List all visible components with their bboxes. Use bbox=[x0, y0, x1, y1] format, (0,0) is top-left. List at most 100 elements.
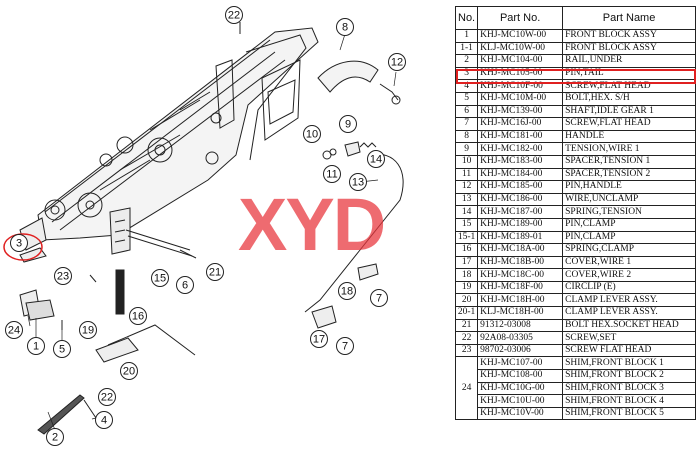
cell-part-no: KHJ-MC181-00 bbox=[477, 129, 564, 144]
callout-circle bbox=[225, 6, 243, 24]
tension-spring-part bbox=[359, 142, 377, 148]
callout-circle bbox=[310, 330, 328, 348]
cell-no: 11 bbox=[454, 167, 479, 182]
callout-18: 18 bbox=[338, 282, 356, 300]
callout-number: 7 bbox=[342, 341, 348, 353]
callout-number: 2 bbox=[52, 432, 58, 444]
callout-22a: 22 bbox=[225, 6, 243, 24]
callout-number: 16 bbox=[132, 311, 144, 323]
cell-part-name: SHIM,FRONT BLOCK 1 bbox=[562, 356, 696, 371]
callout-12: 12 bbox=[388, 53, 406, 71]
cell-no: 15-1 bbox=[454, 230, 479, 245]
callout-number: 1 bbox=[33, 341, 39, 353]
callout-number: 6 bbox=[182, 280, 188, 292]
callout-circle bbox=[151, 269, 169, 287]
callout-circle bbox=[98, 388, 116, 406]
cell-part-name: SPRING,TENSION bbox=[562, 205, 696, 219]
cell-part-name: COVER,WIRE 2 bbox=[562, 268, 696, 282]
cell-no: 23 bbox=[454, 343, 479, 358]
cell-part-name: BOLT,HEX. S/H bbox=[562, 91, 696, 106]
cell-part-no: KHJ-MC104-00 bbox=[477, 54, 564, 68]
highlight-circle-part-3 bbox=[3, 233, 43, 261]
cell-part-name: SPRING,CLAMP bbox=[562, 243, 696, 257]
callout-circle bbox=[79, 321, 97, 339]
callout-circle bbox=[338, 282, 356, 300]
cell-no: 17 bbox=[454, 255, 479, 270]
cell-part-no: KHJ-MC10W-00 bbox=[477, 29, 564, 43]
callout-16: 16 bbox=[129, 307, 147, 325]
cell-part-no: KLJ-MC18H-00 bbox=[477, 306, 564, 320]
cell-part-name: CLAMP LEVER ASSY. bbox=[562, 306, 696, 320]
callout-number: 14 bbox=[370, 154, 382, 166]
tension-wire-part bbox=[344, 141, 361, 157]
cell-part-name: WIRE,UNCLAMP bbox=[562, 192, 696, 207]
cell-part-name: SHAFT,IDLE GEAR 1 bbox=[562, 104, 696, 119]
callout-circle bbox=[54, 267, 72, 285]
cell-part-no: KHJ-MC18H-00 bbox=[477, 293, 564, 308]
wire-cover-2-part bbox=[357, 263, 379, 281]
callout-circle bbox=[27, 337, 45, 355]
callout-24: 24 bbox=[5, 321, 23, 339]
cell-part-no: KHJ-MC10M-00 bbox=[477, 91, 564, 106]
callout-circle bbox=[10, 234, 28, 252]
callout-number: 20 bbox=[123, 366, 135, 378]
cell-no: 6 bbox=[454, 104, 479, 119]
cell-part-no: KHJ-MC107-00 bbox=[477, 356, 564, 371]
callout-number: 10 bbox=[306, 129, 318, 141]
callout-circle bbox=[206, 263, 224, 281]
cell-no: 20 bbox=[454, 293, 479, 308]
header-no: No. bbox=[454, 6, 479, 30]
cell-part-name: TENSION,WIRE 1 bbox=[562, 142, 696, 156]
callout-circle bbox=[95, 411, 113, 429]
callout-21: 21 bbox=[206, 263, 224, 281]
cell-part-no: 98702-03006 bbox=[477, 343, 564, 358]
cell-part-name: FRONT BLOCK ASSY bbox=[562, 29, 696, 43]
callout-circle bbox=[323, 165, 341, 183]
callout-number: 9 bbox=[345, 119, 351, 131]
cell-no: 21 bbox=[454, 318, 479, 333]
cell-no: 18 bbox=[454, 268, 479, 282]
callout-number: 5 bbox=[59, 344, 65, 356]
callout-circle bbox=[336, 337, 354, 355]
rail-under-part bbox=[37, 394, 85, 435]
cell-part-no: KHJ-MC10U-00 bbox=[477, 394, 564, 408]
cell-part-name: PIN,TAIL bbox=[562, 66, 696, 81]
callout-number: 12 bbox=[391, 57, 403, 69]
cell-part-no: KHJ-MC184-00 bbox=[477, 167, 564, 182]
cell-part-name: COVER,WIRE 1 bbox=[562, 255, 696, 270]
callout-circle bbox=[129, 307, 147, 325]
cell-part-no: KHJ-MC186-00 bbox=[477, 192, 564, 207]
cell-no: 19 bbox=[454, 280, 479, 295]
callout-number: 22 bbox=[228, 10, 240, 22]
callout-2: 2 bbox=[46, 428, 64, 446]
cell-part-no: KHJ-MC189-00 bbox=[477, 217, 564, 232]
callout-circle bbox=[336, 18, 354, 36]
cell-part-name: CLAMP LEVER ASSY. bbox=[562, 293, 696, 308]
cell-no: 1 bbox=[454, 29, 479, 43]
callout-1: 1 bbox=[27, 337, 45, 355]
cell-part-no: KHJ-MC18B-00 bbox=[477, 255, 564, 270]
cell-part-name: SPACER,TENSION 2 bbox=[562, 167, 696, 182]
callout-number: 21 bbox=[209, 267, 221, 279]
cell-part-no: KHJ-MC189-01 bbox=[477, 230, 564, 245]
cell-no: 2 bbox=[454, 54, 479, 68]
callout-circle bbox=[53, 340, 71, 358]
cell-part-name: CIRCLIP (E) bbox=[562, 280, 696, 295]
cell-no: 14 bbox=[454, 205, 479, 219]
callout-10: 10 bbox=[303, 125, 321, 143]
cell-no: 24 bbox=[454, 356, 479, 421]
callout-number: 11 bbox=[326, 169, 337, 181]
cell-part-no: KHJ-MC18F-00 bbox=[477, 280, 564, 295]
clamp-lever-part bbox=[95, 337, 139, 363]
cell-no: 15 bbox=[454, 217, 479, 232]
